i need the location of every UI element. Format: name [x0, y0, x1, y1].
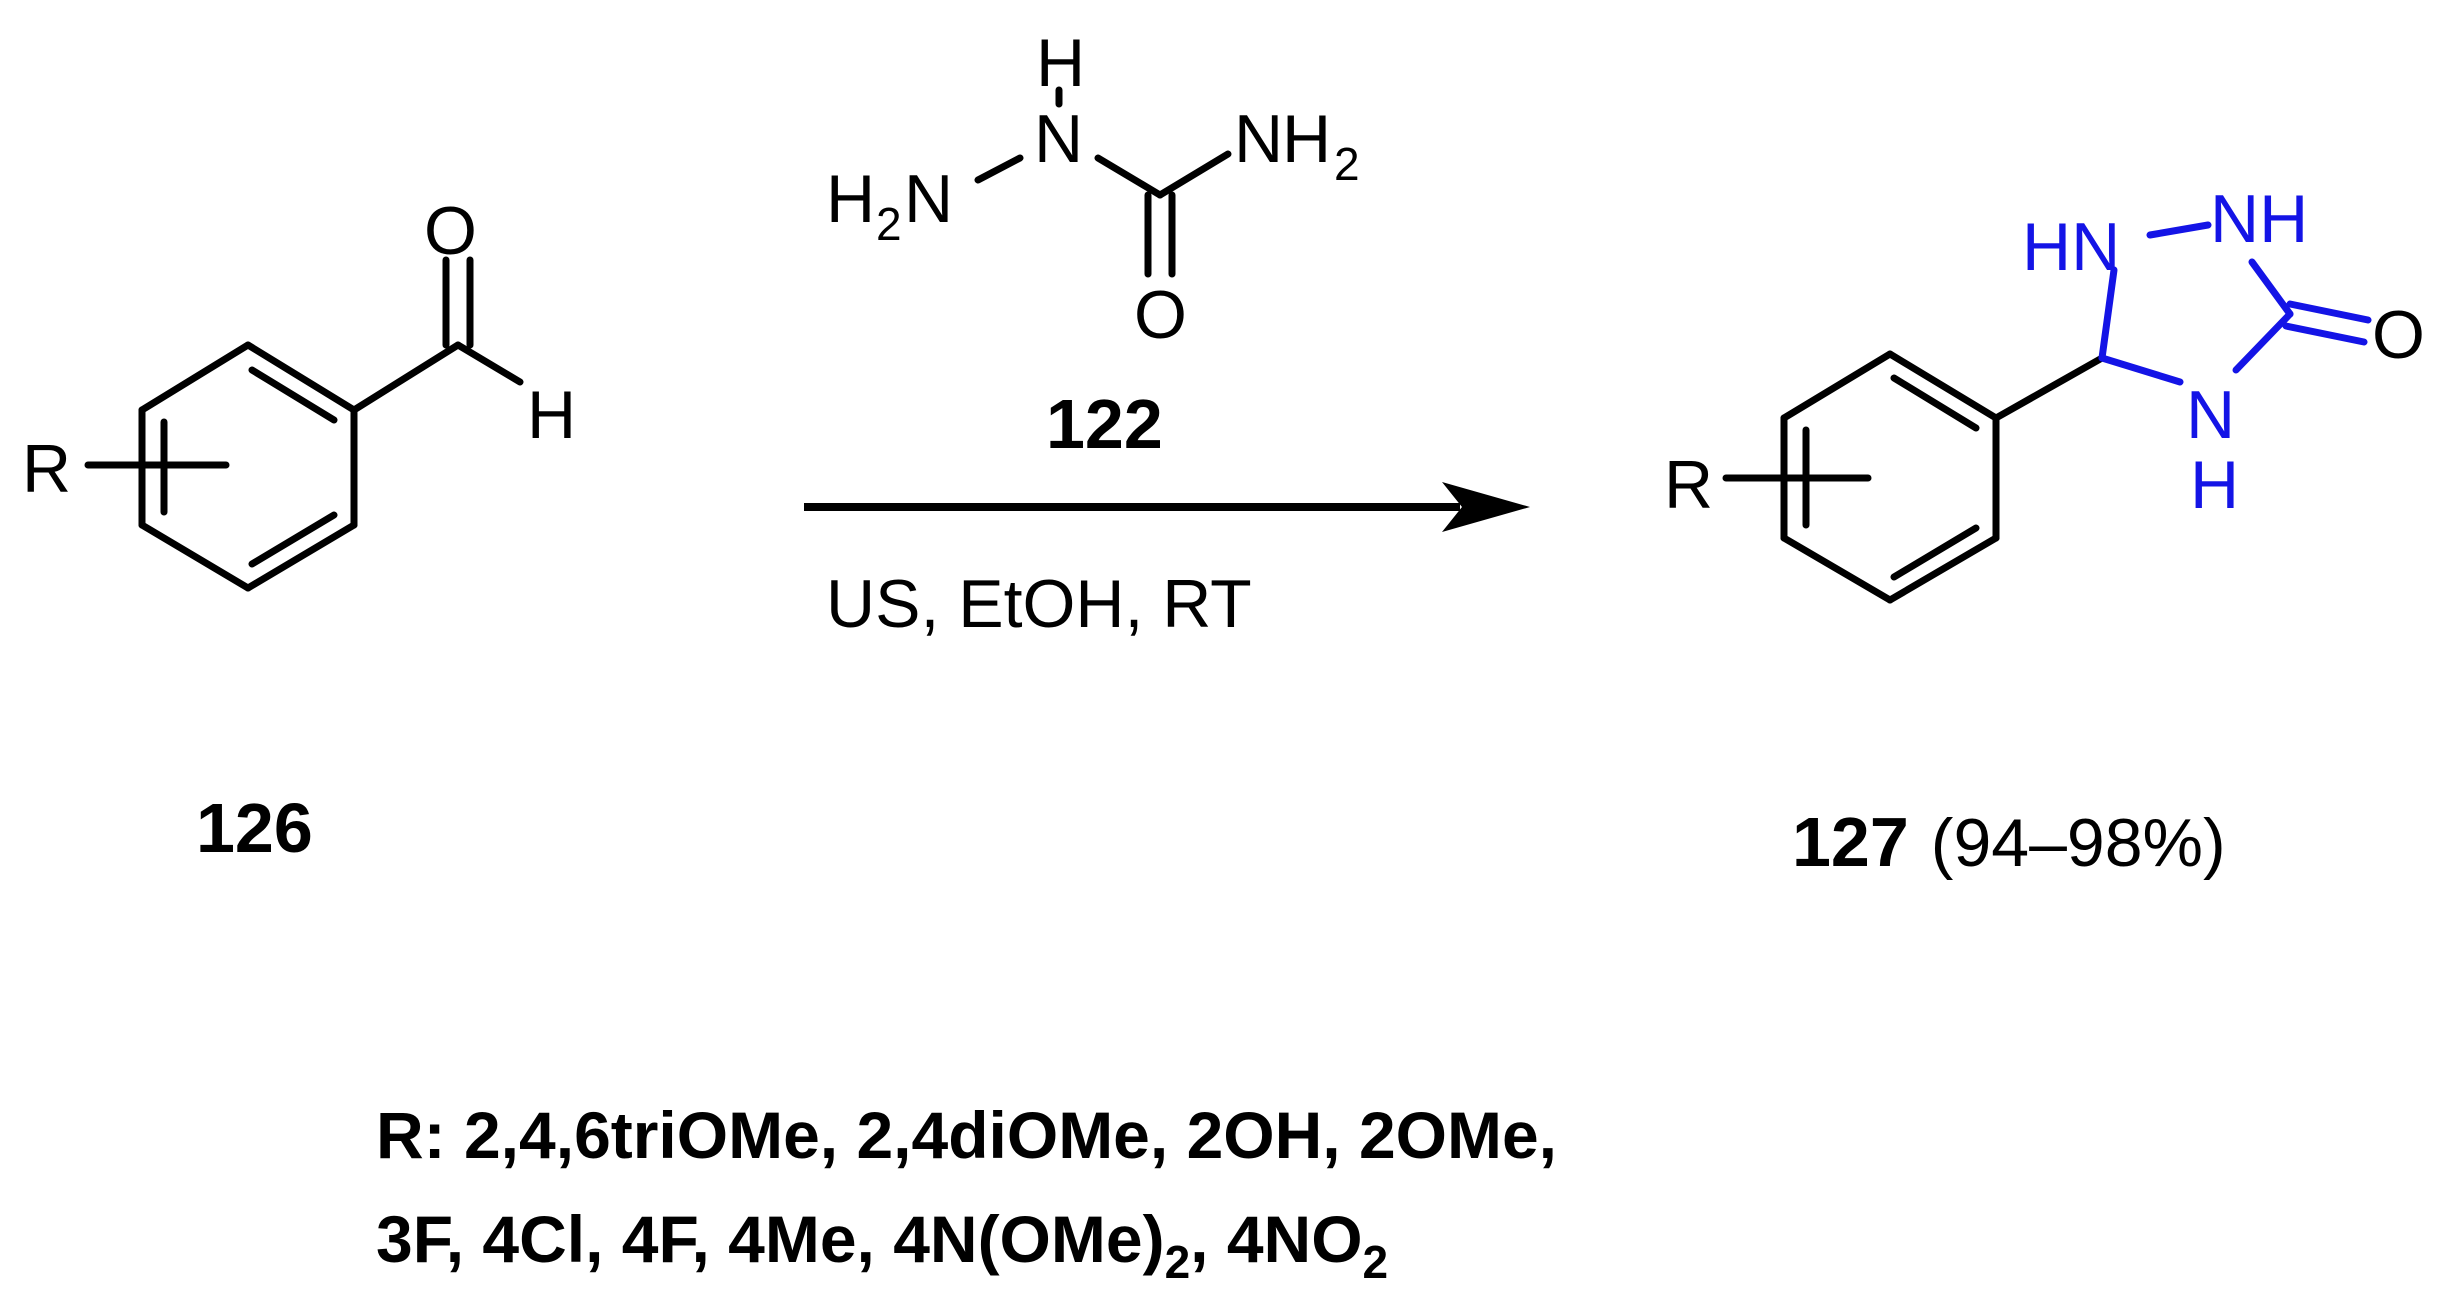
n2-c3-bond [2248, 258, 2294, 318]
subscript-2: 2 [1334, 138, 1360, 190]
subscript-2: 2 [1165, 1236, 1191, 1288]
subscript-2: 2 [1363, 1236, 1389, 1288]
c-nh2-bond [1156, 150, 1232, 199]
atom-H: H [826, 161, 875, 237]
atom-R: R [1664, 447, 1713, 523]
ring-double-bond [1890, 524, 1980, 581]
ring-bond [1780, 350, 1894, 422]
compound-126-label: 126 [196, 789, 313, 867]
atom-H: H [1036, 25, 1085, 101]
atom-O: O [2372, 297, 2425, 373]
compound-127-label: 127 [1792, 803, 1909, 881]
compound-127-yield: (94–98%) [1931, 805, 2226, 881]
atom-O: O [1134, 277, 1187, 353]
substituent-line-2-mid: , 4NO [1190, 1202, 1362, 1276]
carbonyl-bond [2282, 322, 2368, 346]
atom-NH: NH [2210, 181, 2308, 257]
atom-N: N [1034, 101, 1083, 177]
aryl-c5-bond [1992, 354, 2106, 422]
c5-n1-bond [2098, 266, 2118, 362]
atom-HN: HN [2022, 209, 2120, 285]
compound-127-aryl [1722, 350, 2106, 604]
ring-bond [1886, 350, 2000, 422]
ring-double-bond [248, 511, 338, 568]
reaction-conditions: US, EtOH, RT [826, 566, 1252, 642]
substituent-line-1: R: 2,4,6triOMe, 2,4diOMe, 2OH, 2OMe, [376, 1098, 1557, 1172]
ring-double-bond [248, 366, 338, 424]
compound-126-structure [84, 256, 524, 592]
compound-127-heterocycle [2098, 221, 2372, 386]
ring-bond [244, 521, 358, 592]
reaction-arrow [804, 482, 1530, 532]
carbonyl-bond [2286, 300, 2372, 324]
substituent-line-2-prefix: 3F, 4Cl, 4F, 4Me, 4N(OMe) [376, 1202, 1165, 1276]
c3-n4-bond [2232, 310, 2294, 374]
n4-c5-bond [2098, 354, 2184, 386]
subscript-2: 2 [876, 198, 902, 250]
ring-bond [1780, 534, 1894, 604]
atom-O: O [424, 193, 477, 269]
ring-bond [1886, 534, 2000, 604]
n-c-bond [1094, 154, 1164, 199]
ring-bond [244, 341, 358, 414]
ring-double-bond [1890, 374, 1980, 432]
atom-R: R [22, 431, 71, 507]
atom-H: H [2190, 447, 2239, 523]
ring-bond [138, 341, 252, 414]
n1-n2-bond [2146, 221, 2212, 239]
aldehyde-h-bond [454, 341, 524, 386]
atom-N: N [904, 161, 953, 237]
atom-H: H [1282, 101, 1331, 177]
atom-H: H [527, 377, 576, 453]
substituent-line-2: 3F, 4Cl, 4F, 4Me, 4N(OMe)2, 4NO2 [376, 1202, 1388, 1288]
compound-127-caption: 127 (94–98%) [1792, 803, 2226, 881]
ring-bond [138, 521, 252, 592]
compound-122-label: 122 [1046, 385, 1163, 463]
compound-122-structure [974, 86, 1232, 278]
n-n-bond [974, 154, 1024, 184]
aldehyde-bond [350, 341, 462, 414]
atom-N: N [1234, 101, 1283, 177]
atom-N: N [2186, 377, 2235, 453]
